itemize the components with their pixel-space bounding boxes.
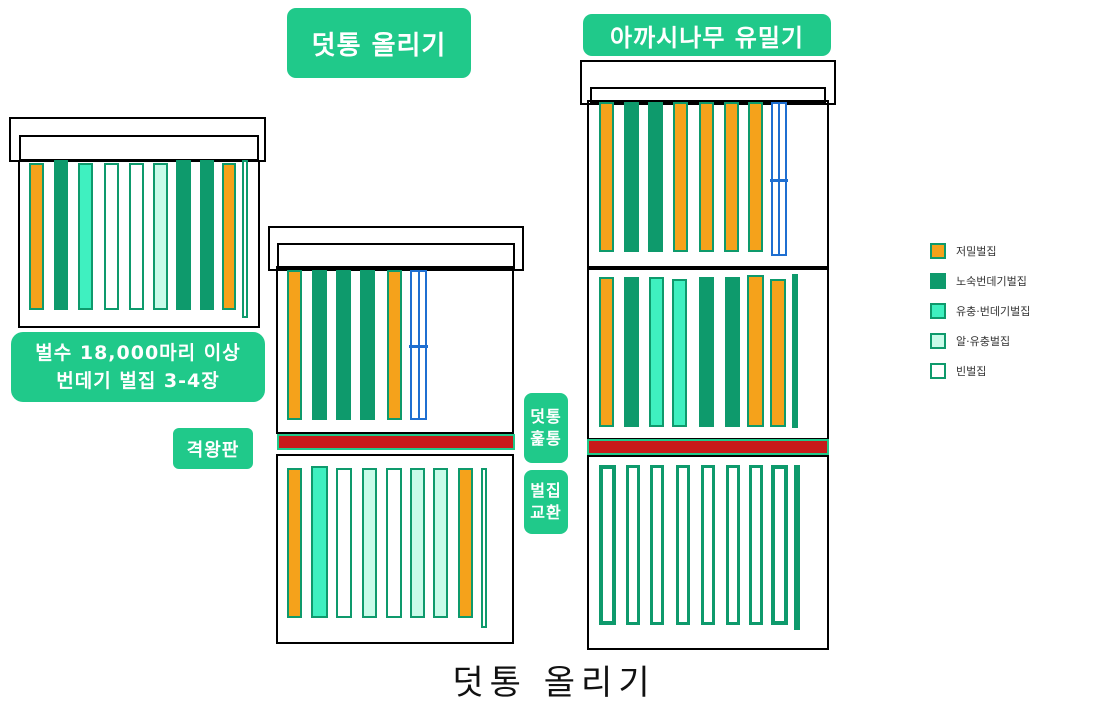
frame-empty (749, 465, 763, 625)
frame-empty (650, 465, 664, 625)
frame-capped-brood (699, 277, 714, 427)
frame-capped-brood (312, 270, 327, 420)
legend-swatch (930, 333, 946, 349)
frame-honey (673, 102, 688, 252)
frame-larva (78, 163, 93, 310)
legend-swatch (930, 243, 946, 259)
legend-item-capped: 노숙번데기벌집 (930, 266, 1030, 296)
frame-larva (672, 279, 687, 427)
left-hive-inner-cover (19, 135, 259, 161)
legend-item-larva: 유충·번데기벌집 (930, 296, 1030, 326)
frame-capped-brood (725, 277, 740, 427)
legend-item-egg: 알·유충벌집 (930, 326, 1030, 356)
frame-divider-green (792, 274, 798, 428)
super-hive-line1: 덧통 (530, 407, 562, 426)
frame-egg (410, 468, 425, 618)
frame-empty (336, 468, 352, 618)
figure-caption: 덧통 올리기 (452, 663, 656, 703)
frame-honey (724, 102, 739, 252)
frame-honey (748, 102, 763, 252)
frame-honey (222, 163, 236, 310)
frame-honey (387, 270, 402, 420)
title-add-super: 덧통 올리기 (287, 8, 471, 78)
legend-label: 노숙번데기벌집 (956, 275, 1027, 288)
super-hive-label: 덧통 훑통 (524, 393, 568, 463)
frame-capped-brood (176, 160, 191, 310)
legend-swatch (930, 303, 946, 319)
frame-honey (699, 102, 714, 252)
frame-divider (242, 160, 248, 318)
legend-label: 저밀벌집 (956, 245, 997, 258)
queen-excluder-middle (277, 434, 515, 450)
legend-item-empty: 빈벌집 (930, 356, 1030, 386)
colony-condition-line1: 벌수 18,000마리 이상 (35, 342, 241, 364)
legend-label: 알·유충벌집 (956, 335, 1011, 348)
frame-honey (770, 279, 786, 427)
comb-exchange-line2: 교환 (530, 503, 562, 522)
frame-honey (458, 468, 473, 618)
frame-capped-brood (54, 160, 68, 310)
frame-capped-brood (648, 102, 663, 252)
frame-empty (104, 163, 119, 310)
frame-empty (676, 465, 690, 625)
middle-hive-inner-cover (277, 243, 515, 269)
frame-honey (599, 102, 614, 252)
legend-item-honey: 저밀벌집 (930, 236, 1030, 266)
queen-excluder-right (587, 439, 829, 455)
legend-swatch (930, 273, 946, 289)
foundation-frame (409, 270, 428, 420)
frame-empty-thick (599, 465, 616, 625)
frame-divider (481, 468, 487, 628)
frame-honey (599, 277, 614, 427)
frame-egg (362, 468, 377, 618)
frame-capped-brood (624, 277, 639, 427)
queen-excluder-label: 격왕판 (173, 428, 253, 469)
frame-honey (287, 270, 302, 420)
frame-larva (649, 277, 664, 427)
frame-capped-brood (360, 270, 375, 420)
frame-egg (433, 468, 448, 618)
frame-capped-brood (200, 160, 214, 310)
frame-legend: 저밀벌집 노숙번데기벌집 유충·번데기벌집 알·유충벌집 빈벌집 (930, 236, 1030, 386)
frame-divider-green (794, 465, 800, 630)
frame-capped-brood (624, 102, 639, 252)
frame-egg (153, 163, 168, 310)
title-acacia-flow: 아까시나무 유밀기 (583, 14, 831, 56)
frame-empty (701, 465, 715, 625)
frame-larva (311, 466, 328, 618)
frame-empty (386, 468, 402, 618)
legend-label: 빈벌집 (956, 365, 987, 378)
frame-empty (626, 465, 640, 625)
legend-swatch (930, 363, 946, 379)
frame-capped-brood (336, 270, 351, 420)
frame-empty-thick (771, 465, 788, 625)
left-hive-outer-cover (9, 117, 266, 162)
frame-honey (29, 163, 44, 310)
comb-exchange-label: 벌집 교환 (524, 470, 568, 534)
comb-exchange-line1: 벌집 (530, 481, 562, 500)
colony-condition-line2: 번데기 벌집 3-4장 (56, 370, 220, 392)
legend-label: 유충·번데기벌집 (956, 305, 1031, 318)
foundation-frame (770, 102, 788, 256)
frame-honey (287, 468, 302, 618)
frame-empty (129, 163, 144, 310)
colony-condition-note: 벌수 18,000마리 이상 번데기 벌집 3-4장 (11, 332, 265, 402)
frame-empty (726, 465, 740, 625)
frame-honey (747, 275, 764, 427)
super-hive-line2: 훑통 (530, 429, 562, 448)
